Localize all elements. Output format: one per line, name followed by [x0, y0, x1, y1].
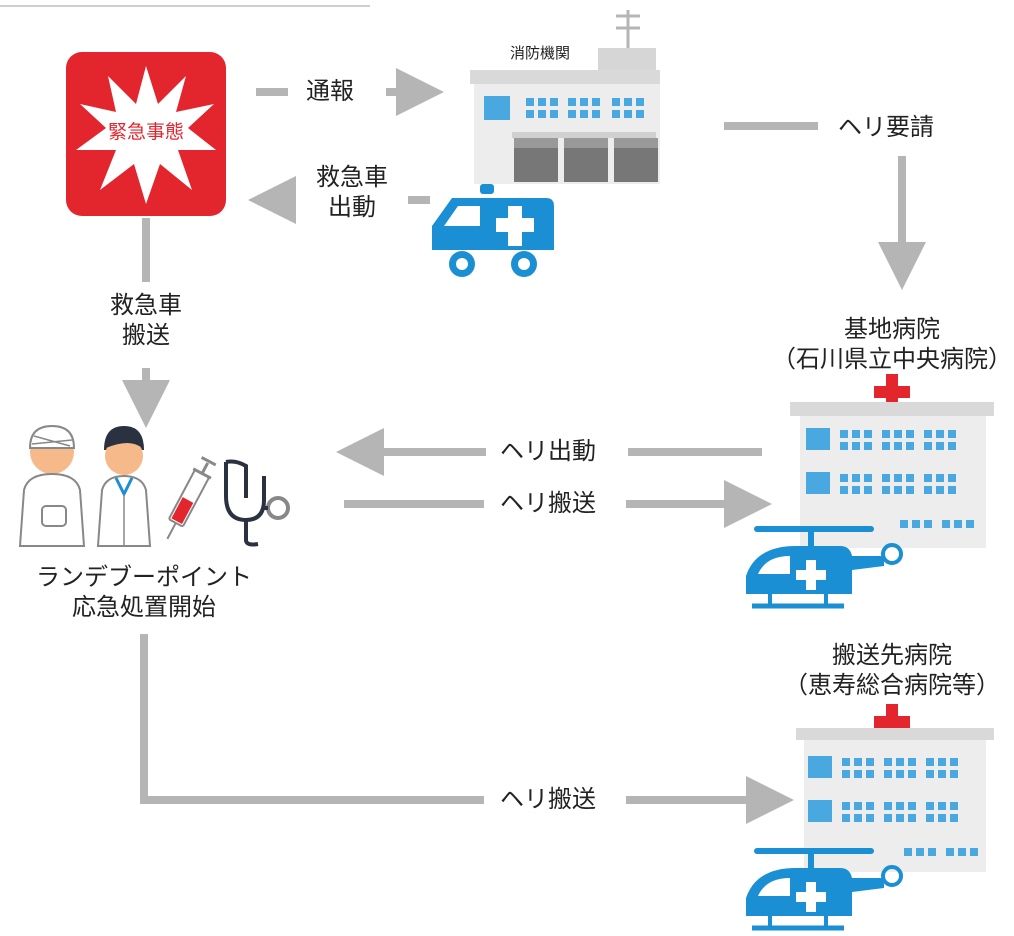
dest-hospital-name: 搬送先病院: [832, 641, 952, 669]
hospital-icon: [790, 374, 994, 548]
edge-label-heli-transport-1: ヘリ搬送: [500, 489, 596, 517]
base-hospital-windows: [840, 430, 974, 528]
ambulance-dispatch-line2: 出動: [328, 193, 376, 221]
edge-label-heli-request: ヘリ要請: [838, 113, 934, 141]
stethoscope-icon: [224, 459, 290, 547]
base-hospital-label: 基地病院 （石川県立中央病院）: [772, 314, 1012, 374]
syringe-icon: [166, 456, 217, 540]
base-hospital-name: 基地病院: [844, 315, 940, 343]
ambulance-dispatch-line1: 救急車: [316, 163, 388, 191]
emergency-node: 緊急事態: [66, 52, 226, 216]
helicopter-icon: [746, 848, 903, 931]
edge-label-heli-transport-2: ヘリ搬送: [500, 785, 596, 813]
doctor-icon: [96, 426, 152, 547]
ambulance-icon: [432, 184, 554, 277]
ambulance-transport-line2: 搬送: [122, 321, 170, 349]
edge-label-heli-dispatch: ヘリ出動: [500, 437, 596, 465]
rendezvous-label: ランデブーポイント 応急処置開始: [14, 562, 274, 622]
edge-label-ambulance-transport: 救急車 搬送: [96, 290, 196, 350]
dest-hospital-label: 搬送先病院 （恵寿総合病院等）: [772, 640, 1012, 700]
dest-hospital-windows: [842, 758, 978, 856]
rendezvous-name: ランデブーポイント: [36, 563, 252, 591]
helicopter-icon: [746, 526, 903, 609]
starburst-icon: [76, 66, 216, 204]
heli-transport-2-line: [140, 634, 484, 804]
emergency-label: 緊急事態: [108, 121, 184, 143]
ambulance-transport-line1: 救急車: [110, 291, 182, 319]
fire-dept-label: 消防機関: [510, 44, 570, 62]
edge-label-report: 通報: [306, 77, 354, 105]
dest-hospital-subname: （恵寿総合病院等）: [784, 671, 1000, 699]
connectors: [122, 68, 926, 824]
edge-label-ambulance-dispatch: 救急車 出動: [306, 162, 398, 222]
fire-station-icon: [470, 10, 660, 184]
hospital-icon: [796, 704, 994, 872]
base-hospital-subname: （石川県立中央病院）: [772, 345, 1012, 373]
injured-patient-icon: [18, 424, 86, 547]
rendezvous-subname: 応急処置開始: [72, 593, 216, 621]
